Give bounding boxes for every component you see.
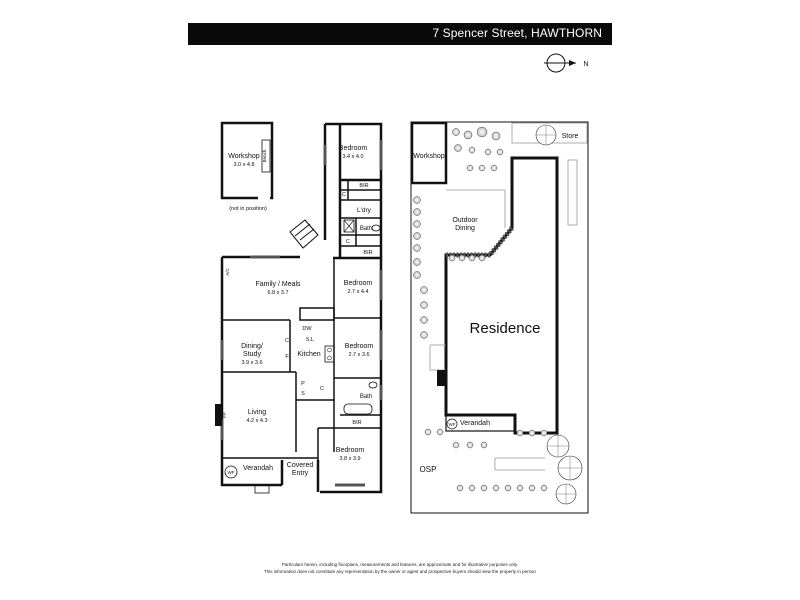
windows xyxy=(220,140,383,487)
workbench xyxy=(261,139,271,173)
living-label: Living xyxy=(248,409,266,416)
shower-icon xyxy=(343,219,355,233)
site-osp-label: OSP xyxy=(420,465,437,474)
site-shrubs xyxy=(413,126,548,492)
covered-entry-line2: Entry xyxy=(292,470,309,477)
cooktop-icon xyxy=(324,345,335,363)
verandah-label: Verandah xyxy=(243,465,273,472)
family-meals-dims: 6.8 x 3.7 xyxy=(267,290,288,296)
site-verandah xyxy=(445,414,516,432)
bir-top-label: BIR xyxy=(359,183,368,189)
entry-step xyxy=(254,484,270,494)
not-in-position-note: (not in position) xyxy=(229,206,267,212)
site-tank xyxy=(567,159,578,226)
bath-lower-label: Bath xyxy=(360,394,372,400)
ac-label: A/C xyxy=(225,268,230,276)
basin-icon-lower xyxy=(368,381,378,389)
deck-steps xyxy=(289,219,319,249)
dining-label-2: Study xyxy=(243,351,261,358)
site-water-feature-icon xyxy=(446,418,458,430)
bedroom-3-label: Bedroom xyxy=(345,343,374,350)
wf-label: WF xyxy=(228,470,235,475)
cupboard-c4: C xyxy=(320,386,324,392)
fireplace-label: FP xyxy=(222,412,227,418)
tree-branches xyxy=(536,125,582,504)
family-meals-label: Family / Meals xyxy=(255,281,301,288)
site-workshop-label: Workshop xyxy=(413,153,444,160)
site-store-label: Store xyxy=(562,133,579,140)
cupboard-c2: C xyxy=(346,239,350,245)
cupboard-c3: C xyxy=(285,338,289,344)
bathtub-icon xyxy=(343,403,373,415)
covered-entry-line1: Covered xyxy=(287,462,314,469)
store-s-label: S xyxy=(301,391,305,397)
bedroom-top-label: Bedroom xyxy=(339,145,368,152)
site-fireplace xyxy=(437,370,446,386)
site-residence xyxy=(444,156,559,435)
bedroom-top-dims: 3.4 x 4.0 xyxy=(342,154,363,160)
dining-label-1: Dining/ xyxy=(241,343,263,350)
bedroom-3-dims: 2.7 x 3.6 xyxy=(348,352,369,358)
dishwasher-label: DW xyxy=(302,326,312,332)
fireplace xyxy=(215,404,222,426)
bir-lower-label: BIR xyxy=(352,420,361,426)
site-boundary xyxy=(410,121,589,514)
basin-icon xyxy=(371,224,381,232)
bir-mid-label: BIR xyxy=(363,250,372,256)
disclaimer-line-2: This information does not constitute any… xyxy=(264,569,536,574)
site-verandah-label: Verandah xyxy=(460,420,490,427)
bedroom-4-dims: 3.8 x 3.9 xyxy=(339,456,360,462)
workshop-label: Workshop xyxy=(228,153,259,160)
bedroom-4-label: Bedroom xyxy=(336,447,365,454)
residence-deck-edge xyxy=(446,226,514,258)
dining-dims: 3.9 x 3.6 xyxy=(241,360,262,366)
north-label: N xyxy=(583,61,588,68)
compass-icon xyxy=(544,53,576,73)
house-walls xyxy=(220,122,383,494)
site-wf-label: WF xyxy=(449,422,456,427)
header-bar: 7 Spencer Street, HAWTHORN xyxy=(188,23,612,45)
site-outdoor-dining-1: Outdoor xyxy=(452,217,478,224)
disclaimer-line-1: Particulars herein, including floorplans… xyxy=(281,562,519,567)
laundry-label: L'dry xyxy=(357,207,372,214)
site-outdoor-dining-2: Dining xyxy=(455,225,475,232)
workshop-dims: 3.0 x 4.8 xyxy=(233,162,254,168)
water-feature-icon xyxy=(224,465,238,479)
pantry-label: P xyxy=(301,381,305,387)
bench-label: Bench xyxy=(262,149,267,162)
kitchen-label: Kitchen xyxy=(297,351,320,358)
bath-top-label: Bath xyxy=(360,226,372,232)
living-dims: 4.2 x 4.3 xyxy=(246,418,267,424)
site-residence-label: Residence xyxy=(470,320,541,337)
sink-label: S.L xyxy=(306,337,314,343)
bedroom-2-label: Bedroom xyxy=(344,280,373,287)
address-title: 7 Spencer Street, HAWTHORN xyxy=(432,26,602,40)
cupboard-c1: C xyxy=(342,192,346,198)
site-workshop xyxy=(410,121,448,185)
bedroom-2-dims: 2.7 x 4.4 xyxy=(347,289,368,295)
fridge-label: F xyxy=(285,354,289,360)
